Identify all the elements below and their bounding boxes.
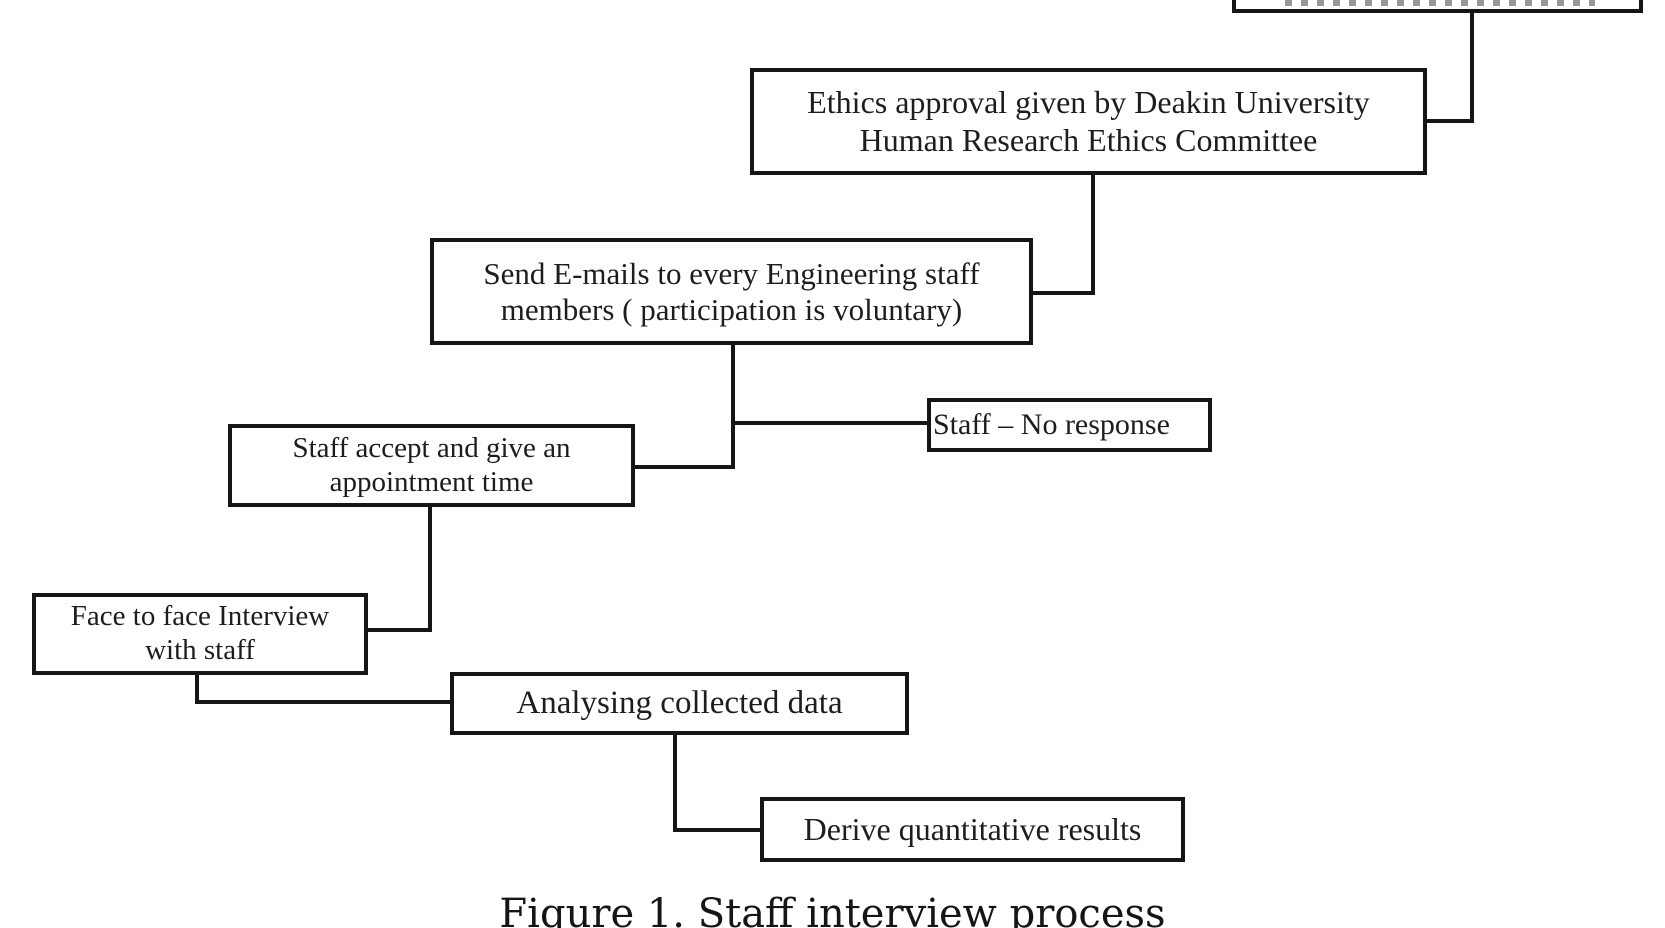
connector-accept-to-face-vertical: [428, 507, 432, 632]
node-label-line2: members ( participation is voluntary): [500, 291, 963, 327]
flowchart-node-staff-no-response: Staff – No response: [927, 398, 1212, 452]
flowchart-node-staff-accept: Staff accept and give an appointment tim…: [228, 424, 635, 507]
connector-ethics-to-send-vertical: [1091, 175, 1095, 295]
connector-face-to-analysing-vertical: [195, 675, 199, 704]
node-label-line2: with staff: [145, 634, 255, 666]
node-label-line1: Staff accept and give an: [292, 431, 571, 464]
node-label: Staff – No response: [933, 407, 1170, 441]
flowchart-node-face-to-face-interview: Face to face Interview with staff: [32, 593, 368, 675]
node-label-line1: Face to face Interview: [70, 600, 330, 633]
connector-face-to-analysing-horizontal: [195, 700, 454, 704]
node-label: Analysing collected data: [516, 685, 843, 722]
connector-send-to-accept-horizontal: [635, 465, 735, 469]
connector-accept-to-face-horizontal: [368, 628, 432, 632]
truncated-text-remnant: [1285, 0, 1595, 6]
connector-analysing-to-derive-vertical: [673, 735, 677, 832]
node-label-line2: appointment time: [329, 465, 534, 498]
node-label-line1: Ethics approval given by Deakin Universi…: [807, 84, 1370, 121]
node-label-line2: Human Research Ethics Committee: [859, 121, 1318, 158]
connector-send-to-no-response-horizontal: [733, 421, 927, 425]
flowchart-node-derive-results: Derive quantitative results: [760, 797, 1185, 862]
flowchart-node-send-emails: Send E-mails to every Engineering staff …: [430, 238, 1033, 345]
flowchart-node-analysing-data: Analysing collected data: [450, 672, 909, 735]
connector-topbox-to-ethics-horizontal: [1427, 119, 1474, 123]
node-label-line1: Send E-mails to every Engineering staff: [483, 255, 980, 291]
connector-send-branch-vertical: [731, 345, 735, 469]
node-label: Derive quantitative results: [803, 810, 1142, 847]
connector-topbox-to-ethics-vertical: [1470, 11, 1474, 123]
connector-analysing-to-derive-horizontal: [673, 828, 764, 832]
connector-ethics-to-send-horizontal: [1033, 291, 1095, 295]
figure-caption: Figure 1. Staff interview process: [499, 891, 1166, 928]
flowchart-node-ethics-approval: Ethics approval given by Deakin Universi…: [750, 68, 1427, 175]
